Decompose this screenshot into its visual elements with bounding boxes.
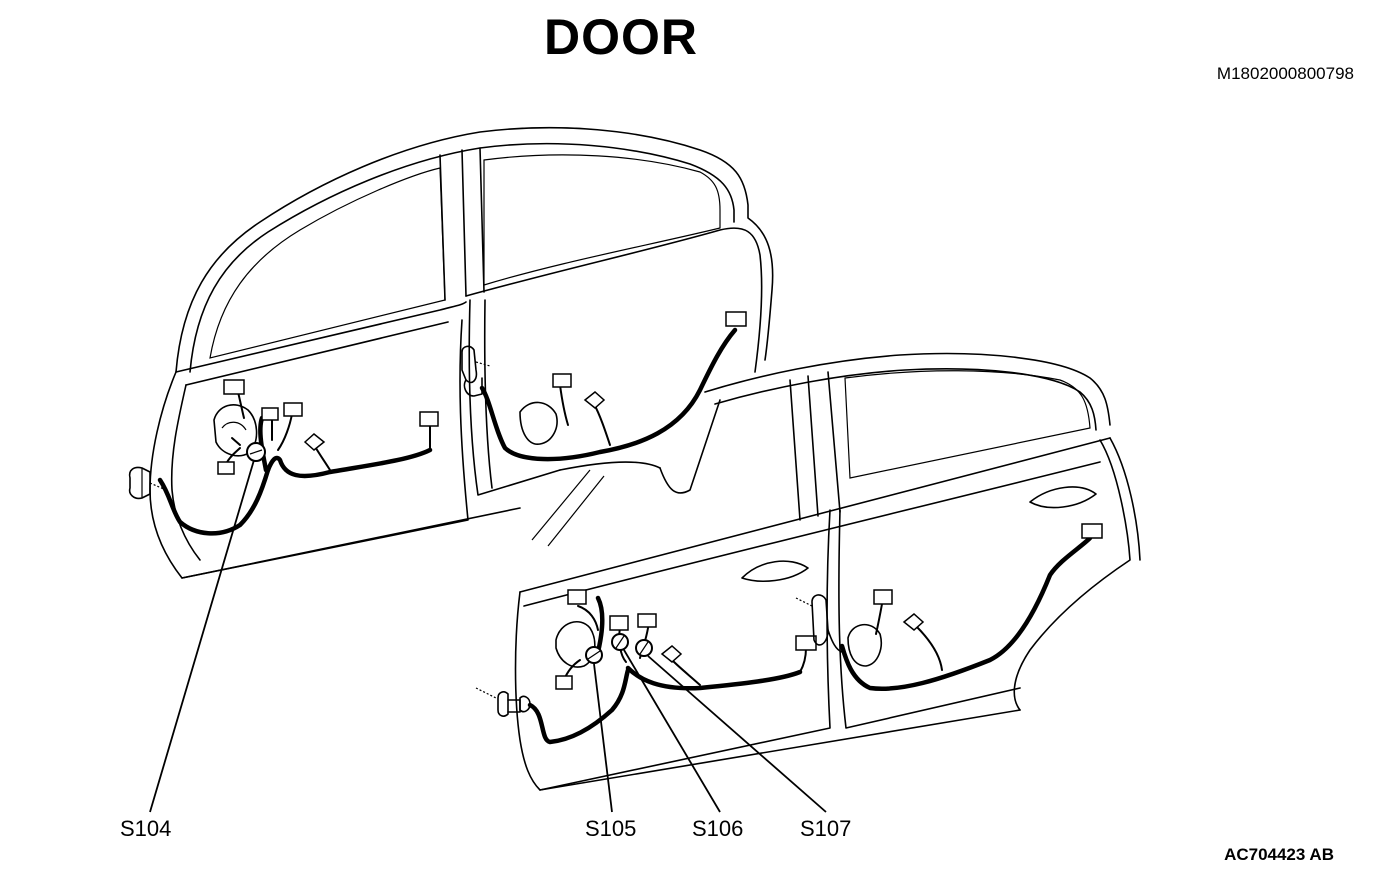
leader-s105	[593, 663, 613, 813]
figure-code: AC704423 AB	[1224, 845, 1334, 864]
front-door-harness-lower	[475, 589, 817, 745]
document-code: M1802000800798	[1216, 64, 1354, 83]
leader-s107	[647, 655, 827, 813]
splice-label-s104: S104	[120, 816, 172, 841]
leader-s106	[623, 649, 721, 813]
splice-label-s105: S105	[585, 816, 637, 841]
lower-vehicle-body	[514, 352, 1141, 791]
front-door-harness-upper	[128, 379, 439, 536]
leader-s104	[149, 459, 255, 813]
splice-leader-lines	[149, 459, 827, 813]
upper-vehicle-body	[149, 126, 774, 579]
rear-door-harness-upper	[461, 311, 747, 462]
splice-label-s107: S107	[800, 816, 852, 841]
rear-door-harness-lower	[795, 523, 1103, 691]
page-title: DOOR	[544, 9, 698, 65]
splice-label-s106: S106	[692, 816, 744, 841]
